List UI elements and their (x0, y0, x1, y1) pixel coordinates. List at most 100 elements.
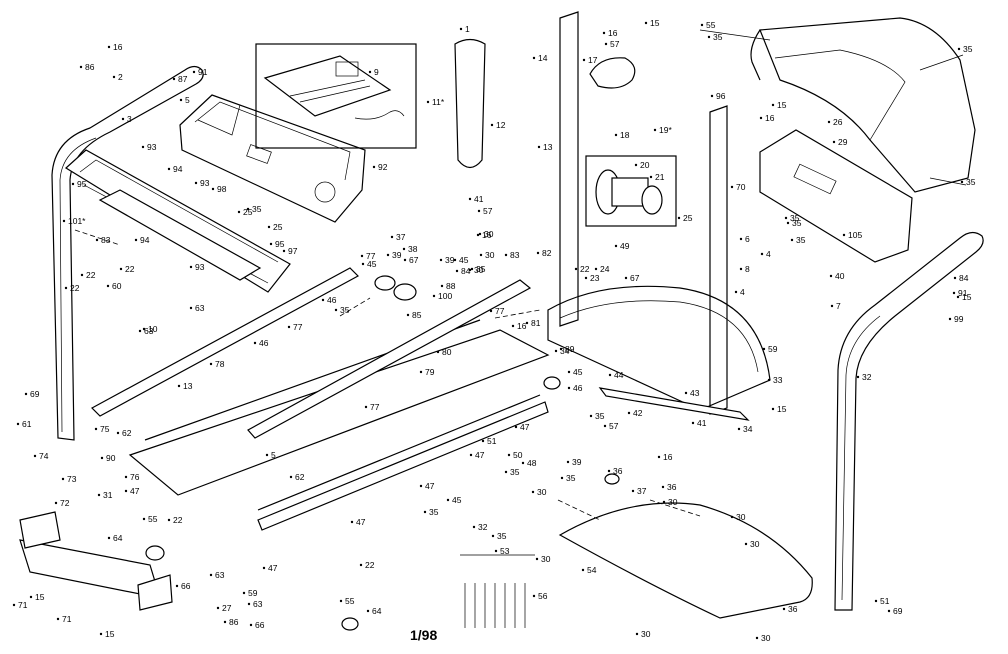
callout-dot (189, 306, 193, 310)
callout-dot (386, 253, 390, 257)
part-callout: 18 (620, 130, 630, 140)
callout-dot (507, 453, 511, 457)
callout-dot (119, 267, 123, 271)
part-callout: 35 (252, 204, 262, 214)
callout-dot (832, 140, 836, 144)
part-callout: 37 (637, 486, 647, 496)
part-callout: 93 (195, 262, 205, 272)
callout-dot (842, 233, 846, 237)
callout-dot (956, 295, 960, 299)
drive-belt (589, 57, 636, 89)
callout-dot (584, 276, 588, 280)
part-callout: 41 (697, 418, 707, 428)
part-callout: 15 (650, 18, 660, 28)
callout-dot (856, 375, 860, 379)
callout-dot (514, 425, 518, 429)
callout-dot (287, 325, 291, 329)
callout-dot (734, 290, 738, 294)
part-callout: 30 (485, 250, 495, 260)
callout-dot (29, 595, 33, 599)
part-callout: 30 (474, 265, 484, 275)
uprights (559, 11, 728, 415)
callout-dot (567, 386, 571, 390)
part-callout: 1 (465, 24, 470, 34)
callout-dot (242, 591, 246, 595)
part-callout: 91 (958, 288, 968, 298)
callout-dot (477, 209, 481, 213)
electronics-panel (65, 149, 291, 293)
part-callout: 62 (122, 428, 132, 438)
part-callout: 16 (517, 321, 527, 331)
callout-dot (830, 304, 834, 308)
callout-dot (479, 253, 483, 257)
callout-dot (100, 456, 104, 460)
callout-dot (116, 431, 120, 435)
callout-dot (95, 238, 99, 242)
callout-dot (786, 221, 790, 225)
part-callout: 2 (118, 72, 123, 82)
callout-dot (419, 484, 423, 488)
side-rails (91, 267, 532, 439)
callout-dot (589, 414, 593, 418)
callout-dot (364, 405, 368, 409)
part-callout: 39 (572, 457, 582, 467)
part-callout: 35 (963, 44, 973, 54)
part-callout: 34 (743, 424, 753, 434)
part-callout: 42 (633, 408, 643, 418)
part-callout: 23 (590, 273, 600, 283)
part-callout: 69 (893, 606, 903, 616)
part-callout: 26 (833, 117, 843, 127)
callout-dot (269, 242, 273, 246)
callout-dot (762, 347, 766, 351)
part-callout: 12 (496, 120, 506, 130)
part-callout: 69 (30, 389, 40, 399)
part-callout: 16 (608, 28, 618, 38)
callout-dot (368, 70, 372, 74)
callout-dot (710, 94, 714, 98)
callout-dot (468, 197, 472, 201)
part-callout: 16 (765, 113, 775, 123)
callout-dot (566, 460, 570, 464)
part-callout: 32 (862, 372, 872, 382)
part-callout: 20 (640, 160, 650, 170)
part-callout: 45 (452, 495, 462, 505)
callout-dot (61, 477, 65, 481)
callout-dot (494, 549, 498, 553)
callout-dot (559, 347, 563, 351)
callout-dot (744, 542, 748, 546)
callout-dot (432, 294, 436, 298)
callout-dot (339, 599, 343, 603)
part-callout: 63 (195, 303, 205, 313)
callout-dot (582, 58, 586, 62)
callout-dot (730, 515, 734, 519)
callout-dot (472, 525, 476, 529)
callout-dot (175, 584, 179, 588)
callout-dot (194, 181, 198, 185)
part-callout: 7 (836, 301, 841, 311)
handrail-left (51, 65, 204, 441)
callout-dot (767, 378, 771, 382)
callout-dot (653, 128, 657, 132)
callout-dot (247, 602, 251, 606)
part-callout: 46 (573, 383, 583, 393)
part-callout: 15 (777, 100, 787, 110)
callout-dot (700, 23, 704, 27)
part-callout: 63 (215, 570, 225, 580)
part-callout: 39 (445, 255, 455, 265)
part-callout: 97 (288, 246, 298, 256)
callout-dot (960, 180, 964, 184)
part-callout: 9 (374, 67, 379, 77)
callout-dot (554, 349, 558, 353)
part-callout: 67 (630, 273, 640, 283)
callout-dot (504, 253, 508, 257)
callout-dot (521, 461, 525, 465)
callout-dot (631, 489, 635, 493)
part-callout: 81 (531, 318, 541, 328)
callout-dot (476, 233, 480, 237)
callout-dot (56, 617, 60, 621)
callout-dot (24, 392, 28, 396)
callout-dot (209, 362, 213, 366)
part-callout: 66 (255, 620, 265, 630)
part-callout: 30 (736, 512, 746, 522)
part-callout: 80 (442, 347, 452, 357)
